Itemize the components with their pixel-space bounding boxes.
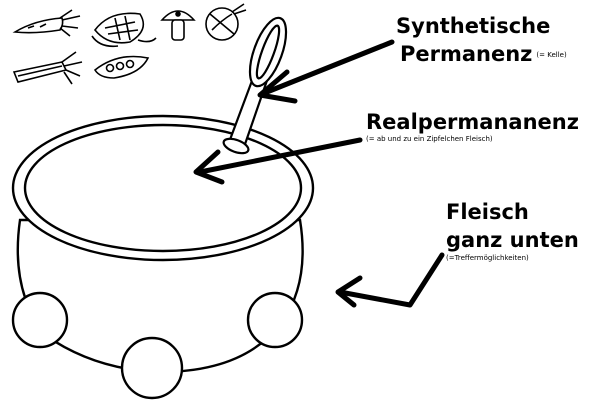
label-synthetic-line2: Permanenz(= Kelle): [400, 42, 567, 67]
pot-foot-left: [11, 291, 69, 349]
label-real-title: Realpermananenz: [366, 110, 579, 134]
pot-foot-right: [246, 291, 304, 349]
label-real-note: (= ab und zu ein Zipfelchen Fleisch): [366, 135, 493, 143]
ladle-icon: [222, 16, 288, 155]
label-synthetic-title: Permanenz: [400, 42, 533, 66]
corn-icon: [91, 12, 157, 48]
arrow-meat: [335, 252, 445, 308]
leek-icon: [12, 51, 83, 85]
pot-rim-inner: [23, 123, 303, 253]
arrow-real: [193, 137, 363, 185]
pot-foot-middle: [120, 336, 184, 400]
ladle-collar: [222, 137, 250, 155]
beet-icon: [205, 3, 247, 41]
label-meat-note: (=Treffermöglichkeiten): [446, 254, 529, 262]
ladle-handle-hole: [255, 24, 281, 80]
label-meat-line1: Fleisch: [446, 200, 529, 224]
pot-icon: [11, 114, 315, 400]
label-synthetic-note: (= Kelle): [536, 51, 567, 59]
label-synthetic-line1: Synthetische: [396, 14, 551, 38]
label-meat-line2: ganz unten: [446, 228, 579, 252]
peapod-icon: [93, 55, 150, 79]
arrow-synthetic: [257, 39, 395, 104]
mushroom-icon: [160, 10, 196, 41]
carrot-icon: [12, 9, 81, 37]
